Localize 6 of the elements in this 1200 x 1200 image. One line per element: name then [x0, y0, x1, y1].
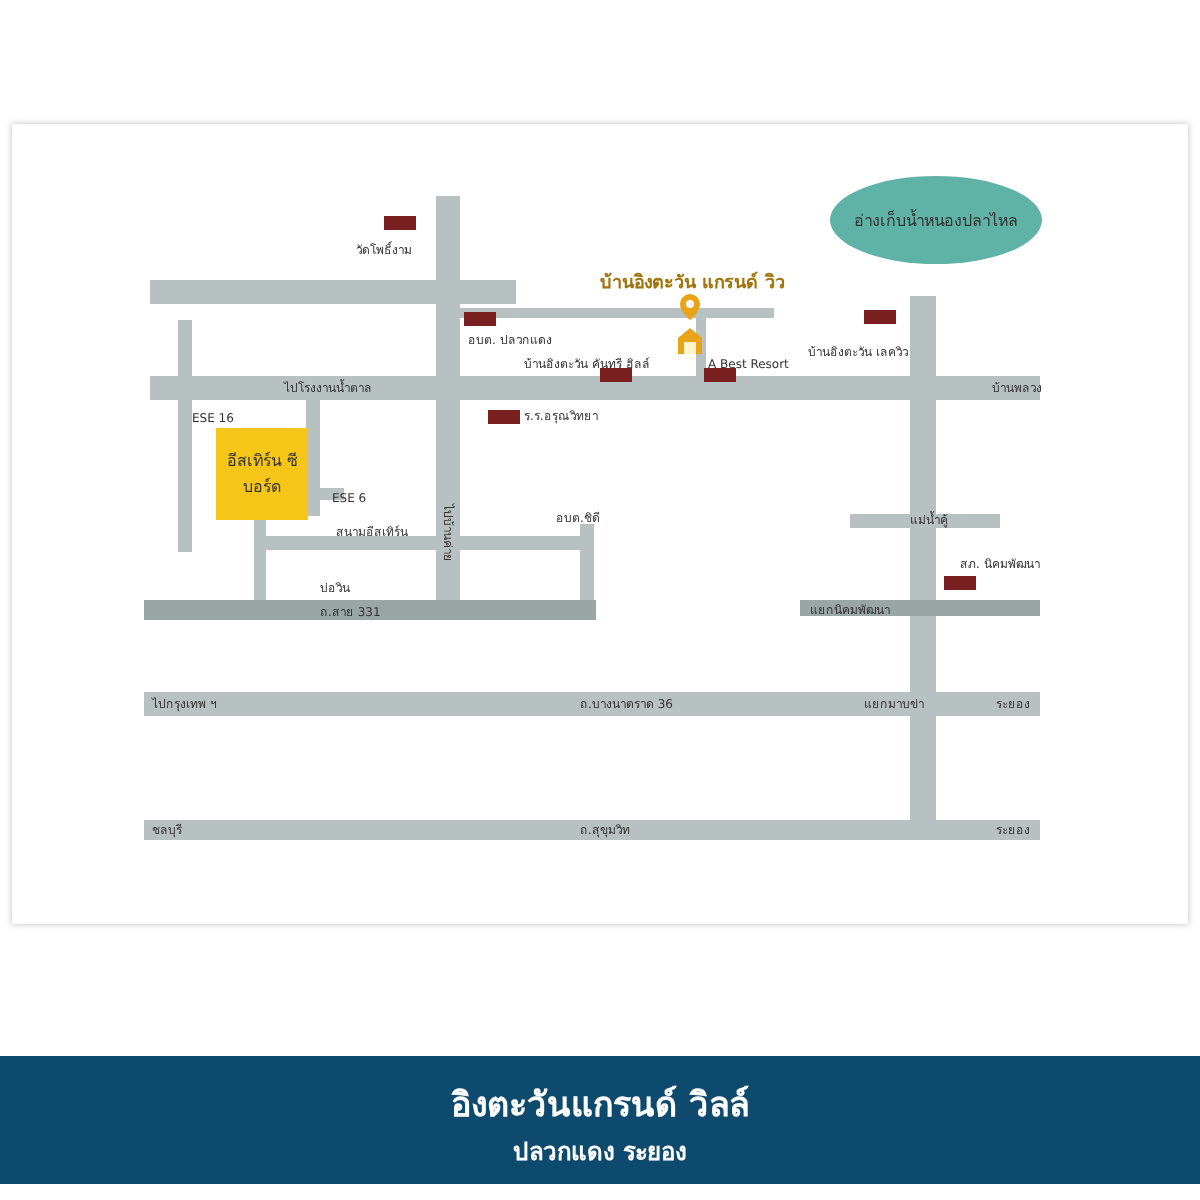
project-name: บ้านอิงตะวัน แกรนด์ วิว	[600, 276, 785, 294]
place-name: อ่างเก็บน้ำหนองปลาไหล	[854, 207, 1018, 233]
place-name: อีสเทิร์น ซีบอร์ด	[225, 449, 299, 500]
industrial-estate-box	[216, 428, 308, 520]
subtitle: ปลวกแดง ระยอง	[512, 1136, 688, 1170]
title: อิงตะวันแกรนด์ วิลล์	[451, 1083, 749, 1130]
